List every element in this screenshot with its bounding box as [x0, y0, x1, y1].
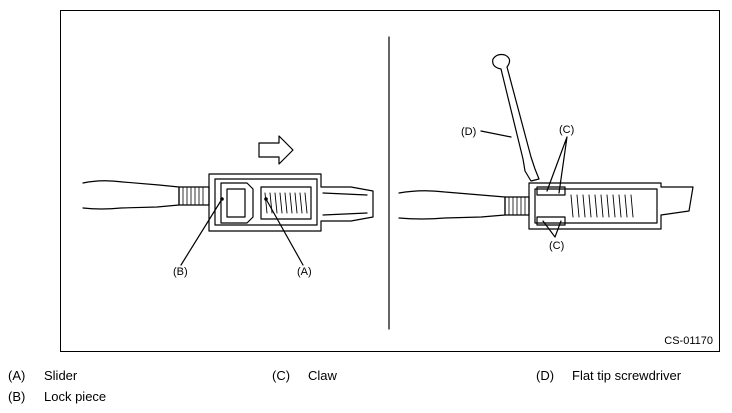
- right-cable: [398, 190, 506, 220]
- left-cable: [82, 180, 180, 210]
- legend-label-a: Slider: [44, 368, 78, 383]
- cable-connector-diagram: (B) (A) (D) (C) (C): [82, 36, 694, 330]
- callout-b: (B): [173, 266, 188, 278]
- leader-c-upper: [546, 136, 568, 194]
- leader-c-lower: [542, 220, 562, 238]
- figure-frame: (B) (A) (D) (C) (C) CS-01170: [60, 10, 720, 352]
- legend-item-a: (A) Slider: [8, 368, 77, 383]
- callout-c-top: (C): [559, 124, 574, 136]
- legend-item-b: (B) Lock piece: [8, 389, 106, 404]
- left-thread: [178, 186, 210, 206]
- legend-label-c: Claw: [308, 368, 337, 383]
- legend-key-a: (A): [8, 368, 26, 383]
- leader-d: [480, 130, 512, 138]
- claw-upper: [536, 186, 566, 196]
- callout-d: (D): [461, 126, 476, 138]
- right-view-connector: [398, 53, 694, 238]
- slide-direction-arrow: [258, 135, 294, 165]
- callout-c-bottom: (C): [549, 240, 564, 252]
- legend-label-b: Lock piece: [44, 389, 107, 404]
- legend-key-d: (D): [536, 368, 555, 383]
- lock-piece: [220, 182, 254, 224]
- legend-item-d: (D) Flat tip screwdriver: [536, 368, 681, 383]
- right-spring: [570, 194, 634, 218]
- claw-lower: [536, 216, 566, 226]
- figure-code: CS-01170: [664, 335, 713, 347]
- legend-item-c: (C) Claw: [272, 368, 337, 383]
- leader-b: [180, 198, 223, 266]
- flat-tip-screwdriver: [492, 53, 540, 182]
- legend-label-d: Flat tip screwdriver: [572, 368, 682, 383]
- left-view-connector: [82, 135, 374, 266]
- slider-spring: [264, 192, 308, 214]
- legend-key-b: (B): [8, 389, 26, 404]
- right-housing: [528, 182, 694, 230]
- slider: [260, 186, 312, 220]
- legend-key-c: (C): [272, 368, 291, 383]
- leader-a: [265, 198, 304, 266]
- callout-a: (A): [297, 266, 312, 278]
